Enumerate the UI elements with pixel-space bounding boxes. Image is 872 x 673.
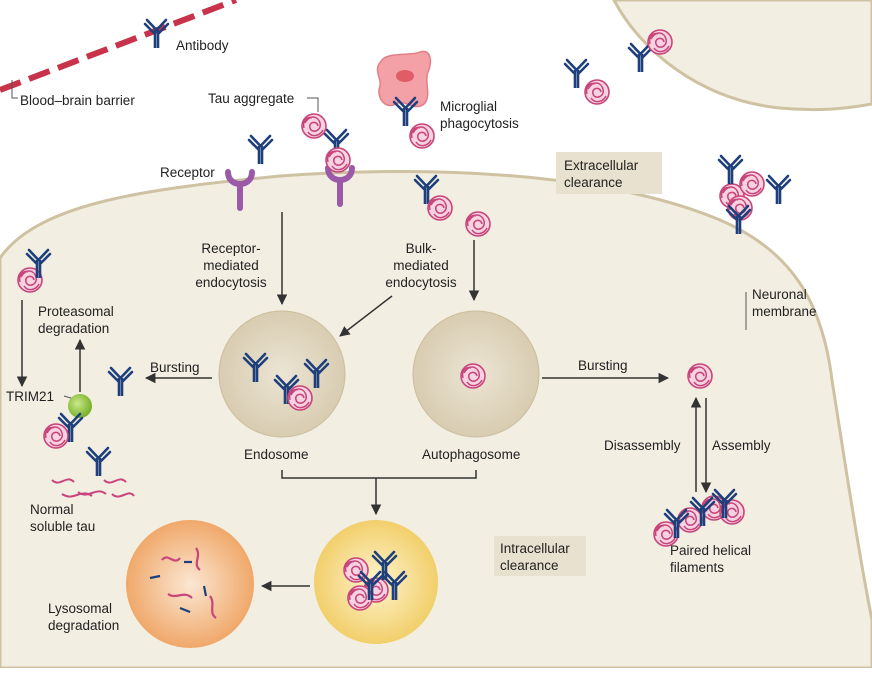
- extracellular-box: [556, 152, 662, 194]
- tau-aggregate-icon: [647, 29, 673, 55]
- antibody-icon: [563, 58, 590, 90]
- phf-label: Paired helical filaments: [670, 543, 752, 575]
- microglial-label: Microglial phagocytosis: [440, 99, 519, 131]
- assembly-label: Assembly: [712, 438, 771, 453]
- endosome-icon: [218, 310, 346, 438]
- arrow-bulk-to-endosome: [339, 295, 393, 337]
- tau-aggregate-icon: [460, 363, 486, 389]
- tau-aggregate-icon: [287, 385, 313, 411]
- endosome-label: Endosome: [244, 447, 309, 462]
- normal-tau-label: Normal soluble tau: [30, 502, 96, 534]
- receptor-mediated-label: Receptor- mediated endocytosis: [195, 241, 267, 290]
- bbb-label: Blood–brain barrier: [20, 93, 135, 108]
- neighbour-cell: [612, 0, 872, 112]
- tau-aggregate-icon: [687, 363, 713, 389]
- tau-leader-line: [307, 97, 319, 112]
- tau-aggregate-icon: [43, 423, 69, 449]
- intracellular-box: [494, 536, 586, 576]
- bulk-mediated-label: Bulk- mediated endocytosis: [385, 241, 457, 290]
- lysosomal-label: Lysosomal degradation: [48, 601, 120, 633]
- tau-antibody-cluster: [717, 154, 792, 236]
- tau-fragment-icon: [149, 547, 217, 619]
- antibody-label: Antibody: [176, 38, 229, 53]
- extracellular-label: Extracellular clearance: [564, 158, 639, 190]
- trim21-icon: [68, 394, 92, 418]
- tau-aggregate-icon: [427, 195, 453, 221]
- blood-brain-barrier-line: [0, 0, 238, 93]
- intracellular-label: Intracellular clearance: [500, 541, 570, 573]
- tau-aggregate-label: Tau aggregate: [208, 91, 295, 106]
- bursting-left-label: Bursting: [150, 360, 200, 375]
- tau-aggregate-icon: [465, 211, 491, 237]
- antibody-icon: [247, 134, 274, 166]
- lysosome-icon: [126, 520, 254, 648]
- tau-aggregate-icon: [409, 123, 435, 149]
- merge-bracket: [281, 470, 477, 479]
- trim21-label: TRIM21: [6, 389, 55, 404]
- proteasomal-label: Proteasomal degradation: [38, 304, 114, 336]
- microglia-nucleus-icon: [396, 70, 414, 82]
- bbb-leader-line: [11, 80, 18, 99]
- disassembly-label: Disassembly: [604, 438, 681, 453]
- autophagosome-label: Autophagosome: [422, 447, 521, 462]
- normal-tau-strands: [51, 478, 135, 498]
- tau-aggregate-icon: [17, 267, 43, 293]
- receptor-label: Receptor: [160, 165, 215, 180]
- tau-aggregate-icon: [584, 79, 610, 105]
- bursting-right-label: Bursting: [578, 358, 628, 373]
- tau-aggregate-icon: [325, 147, 351, 173]
- tau-aggregate-icon: [301, 113, 327, 139]
- neuronal-membrane-label: Neuronal membrane: [752, 287, 817, 319]
